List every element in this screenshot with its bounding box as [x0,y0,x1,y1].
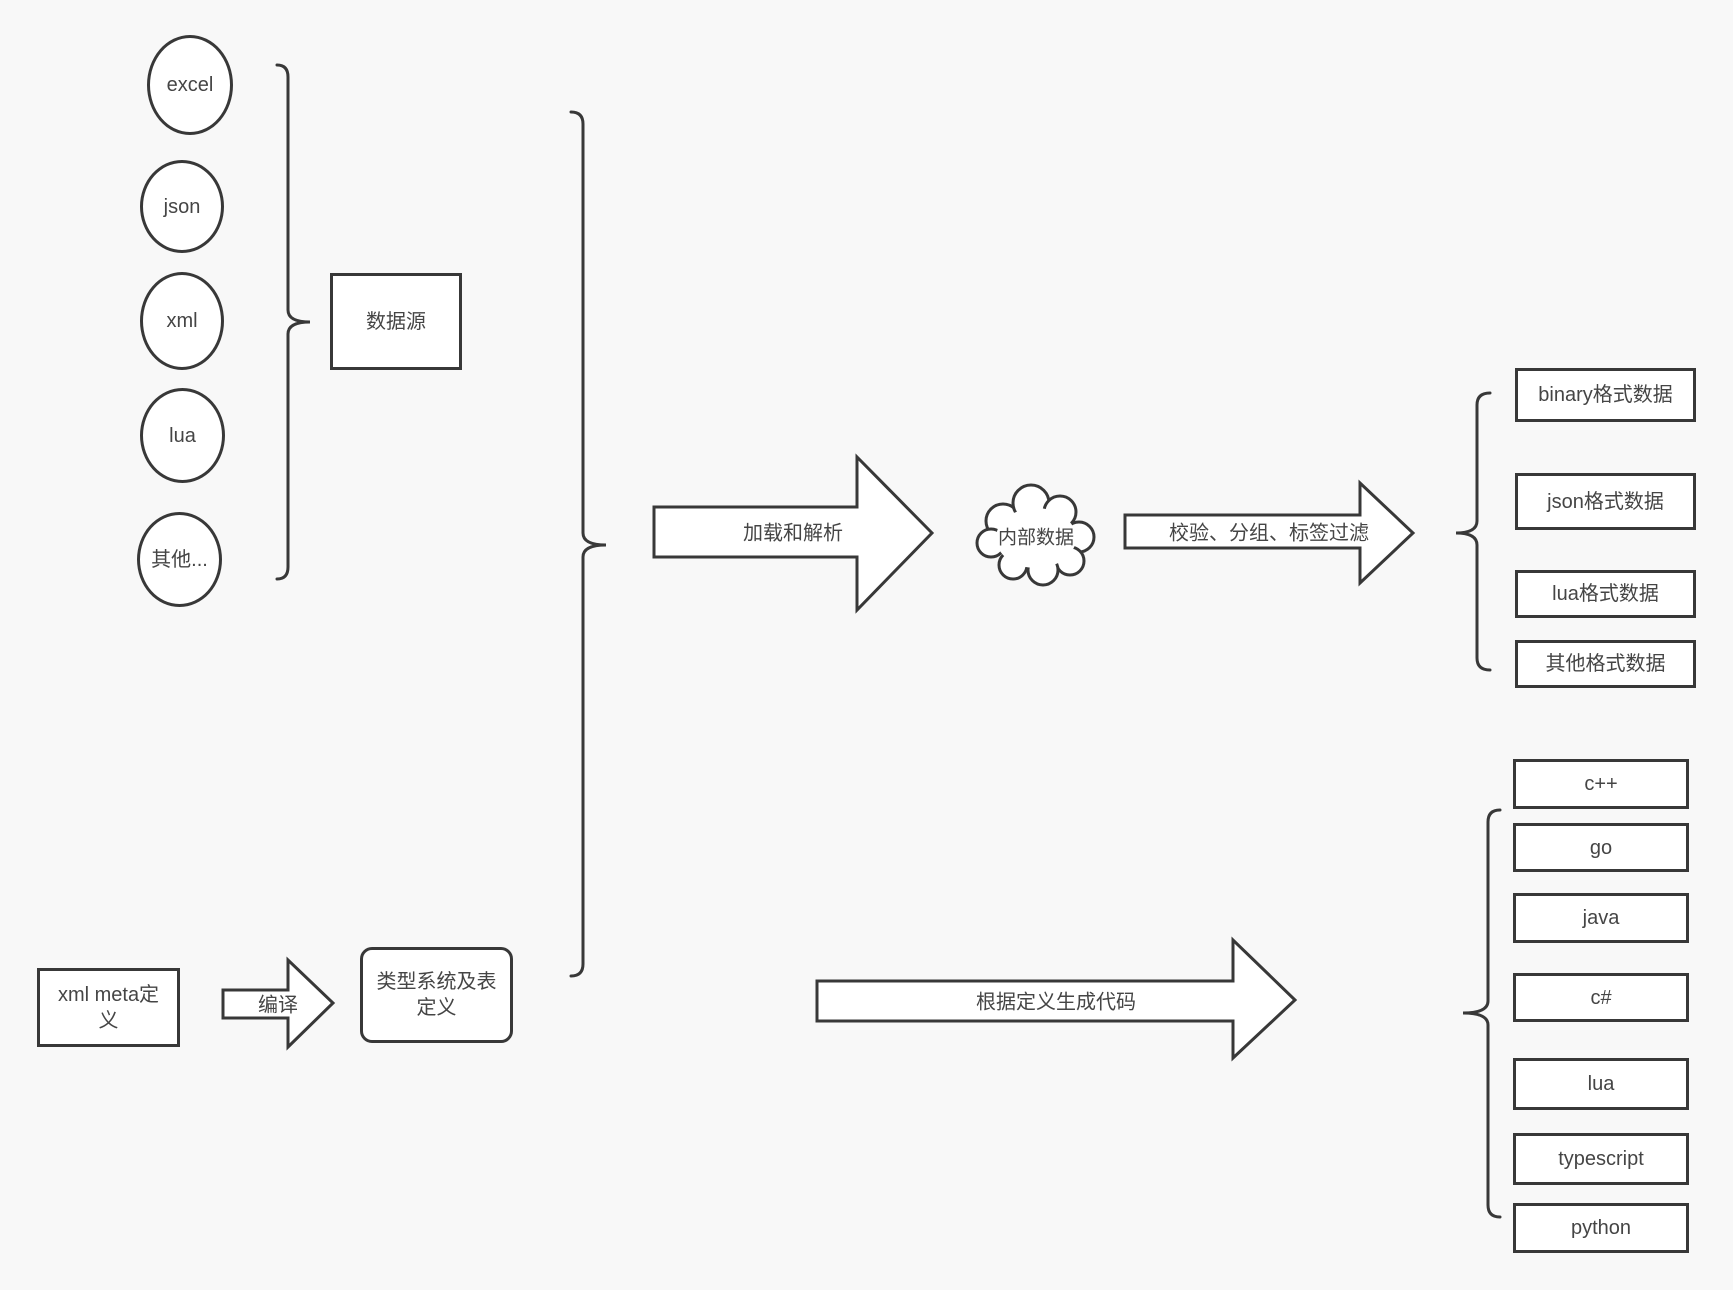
output-label: json格式数据 [1547,490,1664,513]
data-source-label: 数据源 [366,310,426,333]
arrow-filter-label: 校验、分组、标签过滤 [1169,522,1369,545]
arrow-load-parse [652,453,935,614]
source-label: 其他... [151,548,208,571]
language-box-go: go [1513,823,1689,872]
type-system-box: 类型系统及表 定义 [360,947,513,1043]
output-box-json: json格式数据 [1515,473,1696,530]
language-box-cpp: c++ [1513,759,1689,809]
language-label: typescript [1558,1148,1644,1170]
arrow-compile-label: 编译 [258,994,298,1017]
language-label: lua [1587,1073,1615,1095]
brace-languages [1462,808,1502,1219]
language-box-typescript: typescript [1513,1133,1689,1185]
language-box-csharp: c# [1513,973,1689,1022]
arrow-generate-code-label: 根据定义生成代码 [976,991,1136,1014]
cloud-shape [975,483,1096,587]
source-label: lua [169,424,196,447]
source-ellipse-lua: lua [140,388,225,483]
output-box-binary: binary格式数据 [1515,368,1696,422]
brace-sources [275,63,311,581]
language-box-python: python [1513,1203,1689,1253]
output-box-lua: lua格式数据 [1515,570,1696,618]
arrow-generate-code [815,936,1298,1062]
brace-main [569,110,607,978]
output-label: 其他格式数据 [1545,653,1666,675]
language-box-java: java [1513,893,1689,943]
language-label: python [1570,1217,1632,1239]
xml-meta-definition-box: xml meta定 义 [37,968,180,1047]
language-label: c++ [1584,773,1618,795]
language-label: java [1582,907,1620,929]
output-label: binary格式数据 [1538,384,1673,406]
source-ellipse-json: json [140,160,224,253]
brace-formats [1455,391,1492,672]
arrow-compile [221,956,336,1051]
arrow-load-parse-label: 加载和解析 [743,522,843,545]
arrow-filter [1123,479,1416,587]
output-box-other: 其他格式数据 [1515,640,1696,688]
xml-meta-definition-label: xml meta定 义 [57,983,160,1032]
source-label: excel [166,74,214,96]
source-label: json [163,195,201,218]
language-label: c# [1590,986,1612,1009]
data-source-box: 数据源 [330,273,462,370]
source-ellipse-excel: excel [147,35,233,135]
source-label: xml [166,310,198,332]
cloud-label: 内部数据 [997,527,1075,549]
language-box-lua: lua [1513,1058,1689,1110]
source-ellipse-other: 其他... [137,512,222,607]
language-label: go [1589,836,1613,859]
source-ellipse-xml: xml [140,272,224,370]
output-label: lua格式数据 [1552,583,1659,605]
type-system-label: 类型系统及表 定义 [376,971,497,1019]
